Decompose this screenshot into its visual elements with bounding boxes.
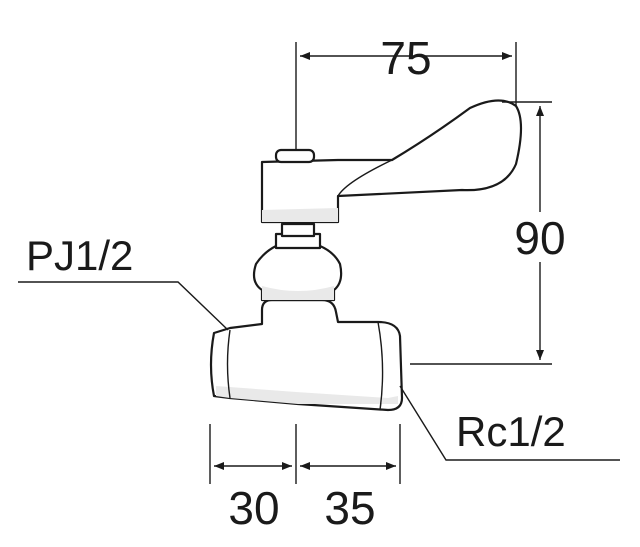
dimension-75: 75 [295,32,517,150]
dimension-label-75: 75 [380,32,431,84]
lever-handle [260,99,523,224]
dimension-label-35: 35 [324,482,375,534]
label-rc-thread: Rc1/2 [456,408,566,455]
valve-bonnet [252,222,343,302]
valve-body [209,298,404,412]
leader-rc: Rc1/2 [399,385,620,461]
dimension-30-35: 30 35 [209,424,401,534]
dimension-label-90: 90 [514,212,565,264]
leader-pj: PJ1/2 [18,232,229,331]
dimension-90: 90 [410,101,580,365]
label-pj-thread: PJ1/2 [26,232,133,279]
dimension-label-30: 30 [228,482,279,534]
